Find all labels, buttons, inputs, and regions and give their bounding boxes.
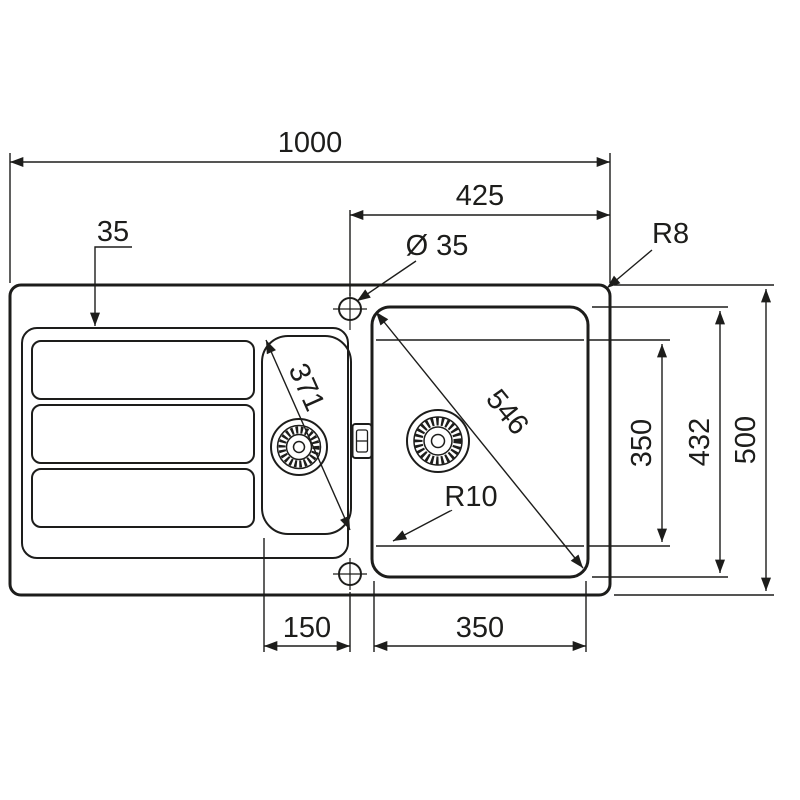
faucet-hole (333, 293, 367, 330)
dim-bowl-outer-height-label: 432 (684, 418, 716, 466)
dim-main-diagonal-label: 546 (479, 383, 534, 441)
drainer-groove (31, 404, 255, 464)
leader-inner-radius (392, 509, 453, 542)
dim-main-bowl-width (373, 581, 587, 652)
drain-ring (285, 433, 313, 461)
dim-main-bowl-width-label: 350 (456, 612, 504, 644)
drain-ring (423, 426, 453, 456)
main-bowl-drain (406, 409, 470, 473)
dim-overall-depth-label: 500 (730, 416, 762, 464)
dim-bowl-inner-height (588, 339, 670, 547)
drainer-groove (31, 340, 255, 400)
dim-bowl-outer-height (592, 306, 728, 578)
drain-ring (430, 433, 446, 449)
dim-inner-radius-label: R10 (444, 481, 497, 513)
drain-ring (292, 440, 306, 454)
dim-overall-depth (614, 284, 774, 596)
dim-outer-radius-label: R8 (652, 218, 689, 250)
dim-line-main-diagonal (375, 311, 584, 569)
dim-overall-width-label: 1000 (278, 127, 343, 159)
small-bowl-drain (270, 418, 328, 476)
dim-deck-edge-label: 35 (97, 216, 129, 248)
dim-small-bowl-width-label: 150 (283, 612, 331, 644)
overflow-outer (351, 423, 373, 459)
dim-small-diagonal-label: 371 (282, 359, 331, 416)
drainer-recess (21, 327, 349, 559)
sink-outline (8, 283, 612, 597)
dim-faucet-hole-label: Ø 35 (406, 230, 469, 262)
drainer-groove (31, 468, 255, 528)
overflow-fitting (351, 423, 373, 459)
dim-bowl-offset (349, 210, 611, 296)
leader-corner-radius (606, 249, 653, 289)
dim-bowl-inner-height-label: 350 (626, 419, 658, 467)
leader-deck-edge (90, 246, 132, 326)
dim-line-small-diagonal (265, 339, 351, 531)
leader-faucet-hole (356, 260, 417, 302)
small-bowl (261, 335, 352, 535)
dim-small-bowl-width (263, 538, 351, 652)
dim-bowl-offset-label: 425 (456, 180, 504, 212)
tap-hole-bottom (333, 558, 367, 590)
